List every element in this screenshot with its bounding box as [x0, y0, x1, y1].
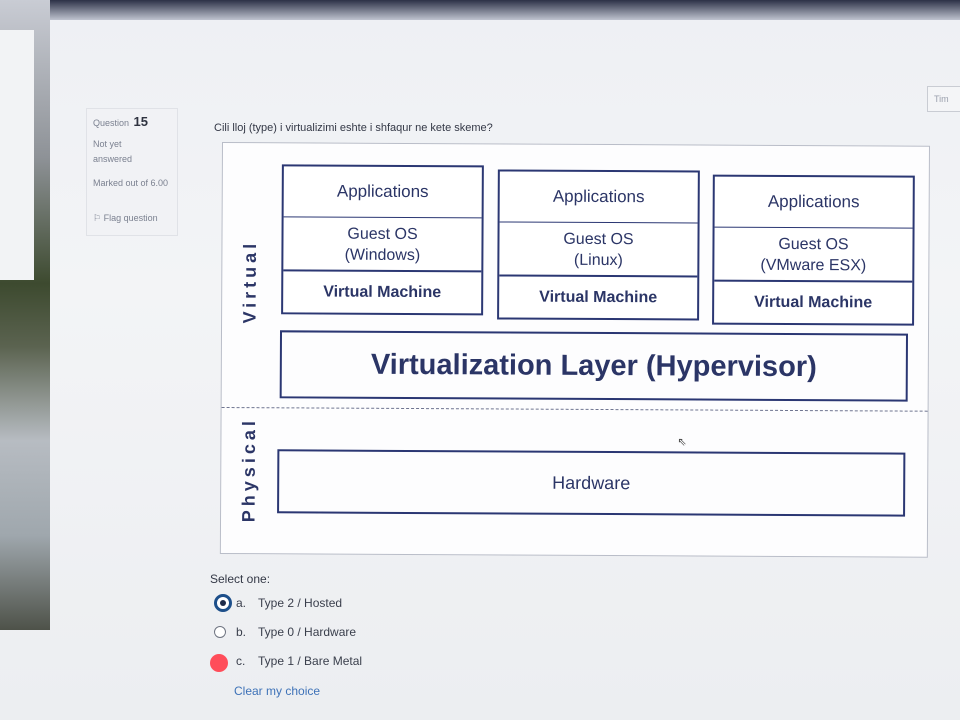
- virtual-label: Virtual: [239, 239, 260, 324]
- vm-label: Virtual Machine: [539, 288, 658, 307]
- radio-option-a[interactable]: [214, 594, 232, 612]
- virtualization-diagram: Virtual Physical Applications Guest OS (…: [219, 142, 930, 558]
- vm-box-vmware: Applications Guest OS (VMware ESX) Virtu…: [712, 174, 915, 326]
- vm-box-linux: Applications Guest OS (Linux) Virtual Ma…: [497, 169, 700, 321]
- red-marker-dot: [210, 654, 228, 672]
- guest-os-line1: Guest OS: [347, 225, 418, 244]
- question-number: Question 15: [93, 114, 148, 129]
- physical-label: Physical: [238, 417, 260, 523]
- vm-box-windows: Applications Guest OS (Windows) Virtual …: [281, 164, 484, 316]
- vm-applications: Applications: [283, 166, 482, 219]
- question-text: Cili lloj (type) i virtualizimi eshte i …: [214, 122, 493, 134]
- guest-os-line1: Guest OS: [563, 230, 634, 249]
- guest-os-line2: (VMware ESX): [760, 256, 867, 275]
- vm-guest-os: Guest OS (VMware ESX): [714, 227, 913, 283]
- guest-os-line2: (Windows): [344, 246, 421, 265]
- option-text[interactable]: Type 2 / Hosted: [258, 596, 343, 610]
- vm-applications: Applications: [499, 171, 698, 224]
- radio-option-b[interactable]: [214, 626, 226, 638]
- hardware-layer: Hardware: [277, 449, 906, 517]
- left-panel: [0, 30, 34, 280]
- select-one-label: Select one:: [210, 572, 271, 586]
- option-letter: c.: [236, 654, 246, 668]
- mouse-cursor-icon: ⇖: [677, 436, 687, 449]
- vm-applications: Applications: [714, 176, 913, 229]
- option-letter: b.: [236, 625, 247, 639]
- guest-os-line1: Guest OS: [778, 235, 849, 254]
- option-text[interactable]: Type 1 / Bare Metal: [258, 654, 363, 668]
- vm-guest-os: Guest OS (Windows): [283, 217, 482, 273]
- guest-os-line2: (Linux): [573, 251, 623, 270]
- question-mark: Marked out of 6.00: [93, 178, 169, 188]
- option-text[interactable]: Type 0 / Hardware: [258, 625, 357, 639]
- flag-icon: ⚐: [93, 213, 102, 223]
- flag-question-link[interactable]: ⚐ Flag question: [93, 213, 158, 224]
- question-state: Not yet answered: [93, 139, 133, 164]
- question-info-panel: Question 15 Not yet answered Marked out …: [86, 108, 178, 236]
- hypervisor-layer: Virtualization Layer (Hypervisor): [279, 330, 909, 402]
- question-number-value: 15: [133, 114, 149, 129]
- vm-guest-os: Guest OS (Linux): [499, 222, 698, 278]
- timer-button[interactable]: Tim: [927, 86, 960, 112]
- clear-choice-link[interactable]: Clear my choice: [234, 684, 321, 698]
- question-label: Question: [93, 118, 130, 128]
- vm-label: Virtual Machine: [754, 293, 873, 312]
- vm-label: Virtual Machine: [323, 283, 442, 302]
- flag-question-label: Flag question: [103, 213, 158, 223]
- option-letter: a.: [236, 596, 247, 610]
- virtual-physical-divider: [221, 407, 928, 412]
- monitor-top-edge: [0, 0, 960, 20]
